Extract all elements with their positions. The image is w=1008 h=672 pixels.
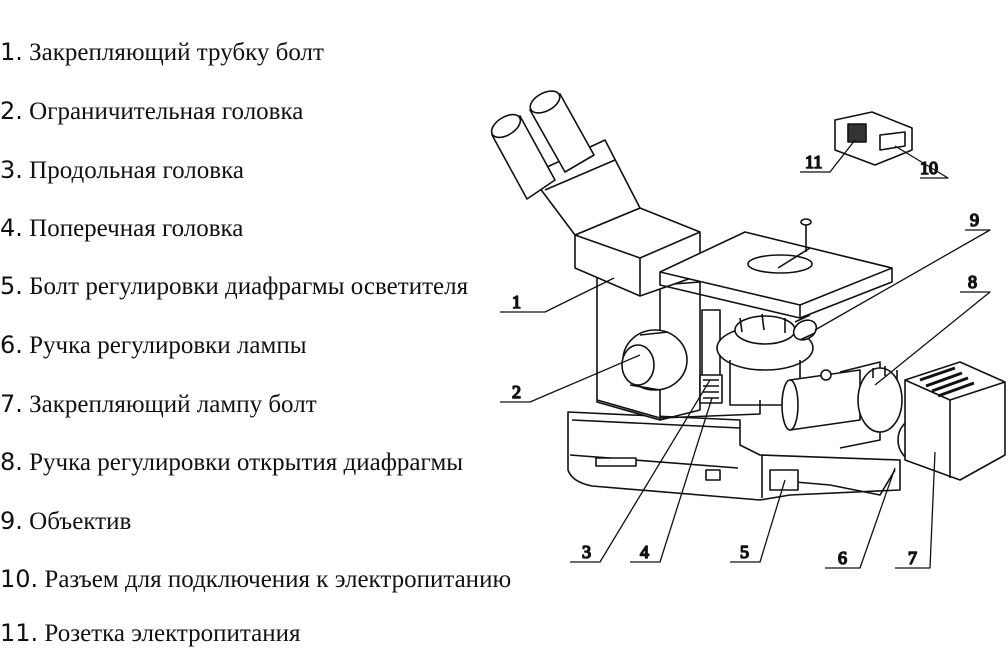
callout-10: 10 [920,158,938,178]
legend-text: Закрепляющий лампу болт [29,391,317,418]
legend-item-3: 3. Продольная головка [0,155,244,186]
legend-number: 4. [0,214,23,242]
legend-number: 6. [0,331,23,359]
legend-number: 9. [0,507,23,535]
legend-item-10: 10. Разъем для подключения к электропита… [0,564,511,595]
legend-item-7: 7. Закрепляющий лампу болт [0,389,317,420]
power-switch [769,469,799,491]
legend-item-4: 4. Поперечная головка [0,213,243,244]
legend-number: 5. [0,272,23,300]
legend-item-1: 1. Закрепляющий трубку болт [0,37,324,68]
callout-7: 7 [908,548,917,568]
eyepiece-right [529,90,595,173]
callout-3: 3 [582,542,591,562]
power-cable [771,469,896,496]
legend-text: Розетка электропитания [44,620,301,647]
legend-number: 7. [0,390,23,418]
stage [659,218,893,319]
legend-number: 2. [0,97,23,125]
callout-6: 6 [838,548,847,568]
legend-item-8: 8. Ручка регулировки открытия диафрагмы [0,447,463,478]
focus-knob [621,329,688,391]
legend-item-9: 9. Объектив [0,506,131,537]
callout-4: 4 [640,542,649,562]
legend-number: 3. [0,156,23,184]
microscope-base [567,411,901,501]
legend-text: Закрепляющий трубку болт [29,39,324,66]
legend-text: Ограничительная головка [29,98,304,125]
legend-text: Продольная головка [29,157,244,184]
power-socket-inset [834,111,913,166]
legend-number: 8. [0,448,23,476]
leader-lines [500,139,991,569]
legend-item-6: 6. Ручка регулировки лампы [0,330,307,361]
legend-number: 1. [0,38,23,66]
legend-text: Ручка регулировки лампы [29,332,307,359]
legend-text: Поперечная головка [29,215,244,242]
legend-text: Разъем для подключения к электропитанию [44,566,512,593]
callout-11: 11 [805,152,822,172]
legend-item-11: 11. Розетка электропитания [0,618,300,649]
eyepiece-head [490,90,701,297]
objective [792,314,818,341]
callout-8: 8 [968,272,977,292]
callout-9: 9 [970,210,979,230]
callout-1: 1 [512,292,521,312]
legend-text: Объектив [29,508,132,535]
lamp-house [904,361,1006,481]
legend-number: 11. [0,619,39,647]
legend-item-5: 5. Болт регулировки диафрагмы осветителя [0,271,468,302]
callout-5: 5 [740,542,749,562]
legend-item-2: 2. Ограничительная головка [0,96,303,127]
focus-rack [699,309,723,404]
legend-text: Ручка регулировки открытия диафрагмы [29,449,464,476]
eyepiece-left [490,113,556,200]
legend-text: Болт регулировки диафрагмы осветителя [29,273,469,300]
legend-number: 10. [0,565,39,593]
callout-2: 2 [512,382,521,402]
objective-turret [716,313,818,406]
